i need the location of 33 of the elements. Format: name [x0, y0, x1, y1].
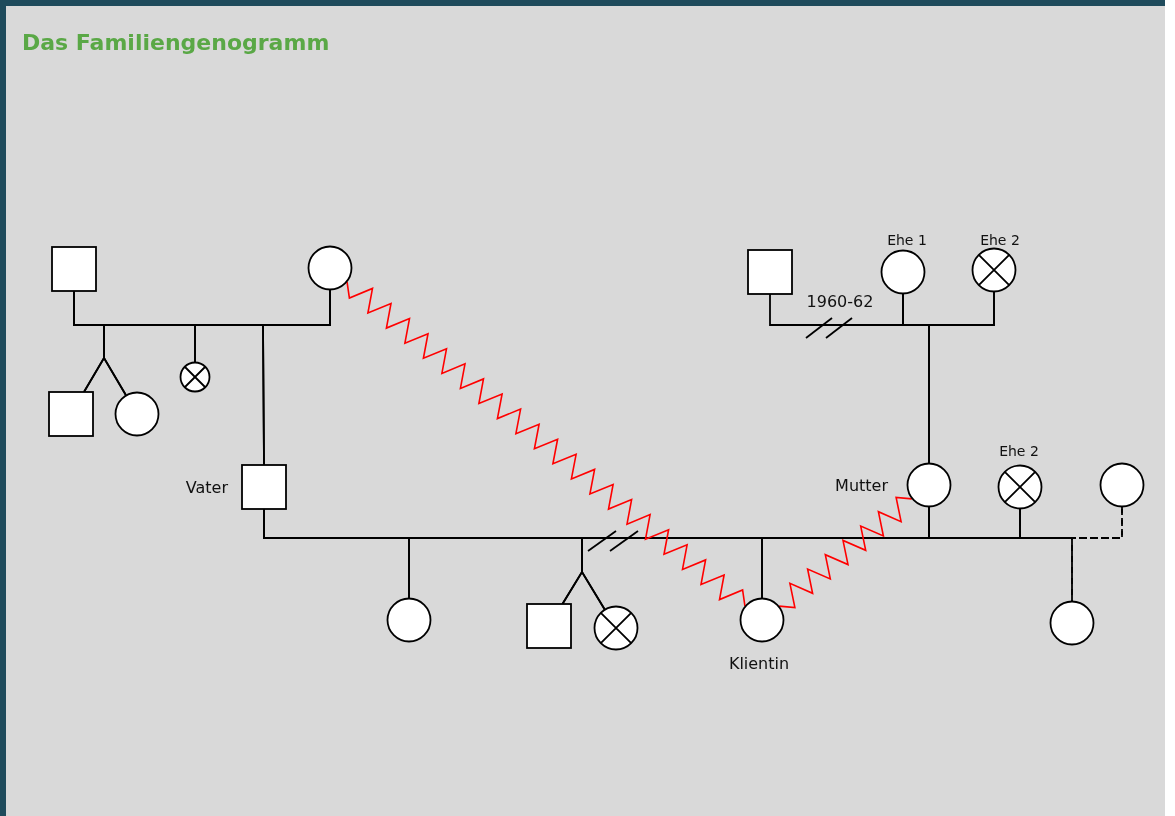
female-circle-symbol	[906, 462, 952, 508]
family-line	[262, 289, 331, 466]
dashed-relationship-line	[1071, 506, 1123, 602]
deceased-symbol	[971, 247, 1017, 293]
conflict-zigzag-line	[778, 496, 913, 609]
person-label: Ehe 1	[887, 232, 927, 248]
family-line	[928, 506, 1021, 539]
female-circle-symbol	[1099, 462, 1145, 508]
female-circle-symbol	[386, 597, 432, 643]
person-label: Vater	[185, 477, 228, 497]
female-circle-symbol	[114, 391, 160, 437]
male-square-symbol	[747, 249, 793, 295]
edge-label: 1960-62	[806, 291, 874, 311]
person-label: Ehe 2	[980, 232, 1020, 248]
female-circle-symbol	[307, 245, 353, 291]
person-label: Klientin	[728, 653, 790, 673]
family-line	[1019, 508, 1073, 602]
deceased-symbol	[179, 361, 211, 393]
family-line	[928, 291, 995, 464]
family-line	[769, 293, 904, 326]
person-label: Ehe 2	[999, 443, 1039, 459]
female-circle-symbol	[880, 249, 926, 295]
conflict-zigzag-line	[346, 281, 746, 607]
person-label: Mutter	[835, 475, 888, 495]
deceased-symbol	[997, 464, 1043, 510]
female-circle-symbol	[739, 597, 785, 643]
female-circle-symbol	[1049, 600, 1095, 646]
male-square-symbol	[48, 391, 94, 437]
deceased-symbol	[593, 605, 639, 651]
male-square-symbol	[51, 246, 97, 292]
male-square-symbol	[241, 464, 287, 510]
diagram-title: Das Familiengenogramm	[22, 30, 330, 55]
male-square-symbol	[526, 603, 572, 649]
